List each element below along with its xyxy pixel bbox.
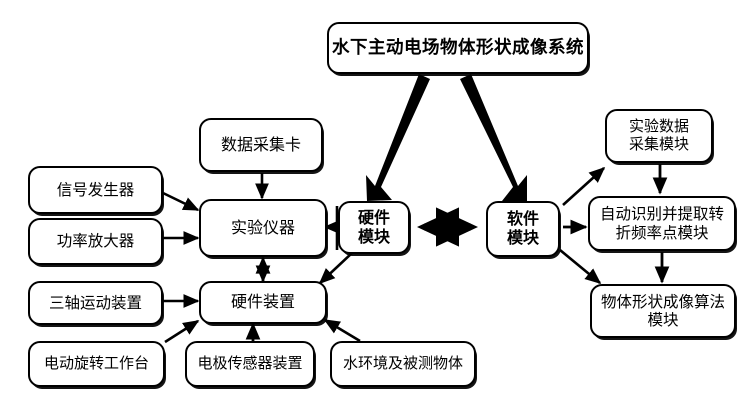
system-title-label: 水下主动电场物体形状成像系统	[332, 37, 584, 58]
water-environment-object-label: 水环境及被测物体	[342, 354, 463, 373]
hardware-device-label: 硬件装置	[230, 292, 295, 312]
edge-water-to-device	[323, 318, 361, 343]
electrode-sensor-device-label: 电极传感器装置	[197, 354, 303, 373]
three-axis-motion-device-label: 三轴运动装置	[48, 293, 142, 312]
object-shape-imaging-module-label: 物体形状成像算法 模块	[600, 292, 725, 329]
auto-identify-module-label: 自动识别并提取转 折频率点模块	[599, 205, 724, 242]
node-three-axis-motion-device[interactable]: 三轴运动装置	[28, 281, 163, 325]
edge-title-to-software	[460, 74, 527, 201]
signal-generator-label: 信号发生器	[56, 180, 135, 199]
experiment-instrument-label: 实验仪器	[230, 217, 295, 237]
data-acquisition-card-label: 数据采集卡	[220, 134, 301, 154]
node-signal-generator[interactable]: 信号发生器	[28, 166, 163, 214]
software-module-label: 软件 模块	[506, 209, 539, 247]
power-amplifier-label: 功率放大器	[56, 232, 135, 251]
node-electrode-sensor-device[interactable]: 电极传感器装置	[185, 341, 315, 387]
node-hardware-device[interactable]: 硬件装置	[199, 281, 327, 324]
node-water-environment-object[interactable]: 水环境及被测物体	[330, 341, 476, 387]
node-experiment-instrument[interactable]: 实验仪器	[199, 199, 327, 257]
edge-rotary-to-device	[164, 319, 200, 344]
edge-title-to-hardware	[366, 74, 430, 201]
node-motorized-rotary-stage[interactable]: 电动旋转工作台	[28, 341, 165, 387]
node-software-module[interactable]: 软件 模块	[486, 201, 560, 257]
node-auto-identify-module[interactable]: 自动识别并提取转 折频率点模块	[588, 196, 736, 251]
hardware-module-label: 硬件 模块	[357, 207, 390, 246]
node-data-acquisition-card[interactable]: 数据采集卡	[199, 118, 323, 172]
edge-generator-to-instrument	[162, 191, 200, 212]
node-experiment-data-acquisition-module[interactable]: 实验数据 采集模块	[605, 109, 713, 163]
node-power-amplifier[interactable]: 功率放大器	[28, 218, 163, 265]
node-system-title[interactable]: 水下主动电场物体形状成像系统	[327, 22, 589, 74]
node-object-shape-imaging-module[interactable]: 物体形状成像算法 模块	[590, 284, 736, 338]
node-hardware-module[interactable]: 硬件 模块	[338, 201, 410, 254]
experiment-data-acquisition-module-label: 实验数据 采集模块	[628, 117, 689, 153]
edge-software-to-imaging	[559, 248, 602, 285]
edge-hardware-to-device	[318, 252, 353, 285]
motorized-rotary-stage-label: 电动旋转工作台	[43, 354, 149, 373]
